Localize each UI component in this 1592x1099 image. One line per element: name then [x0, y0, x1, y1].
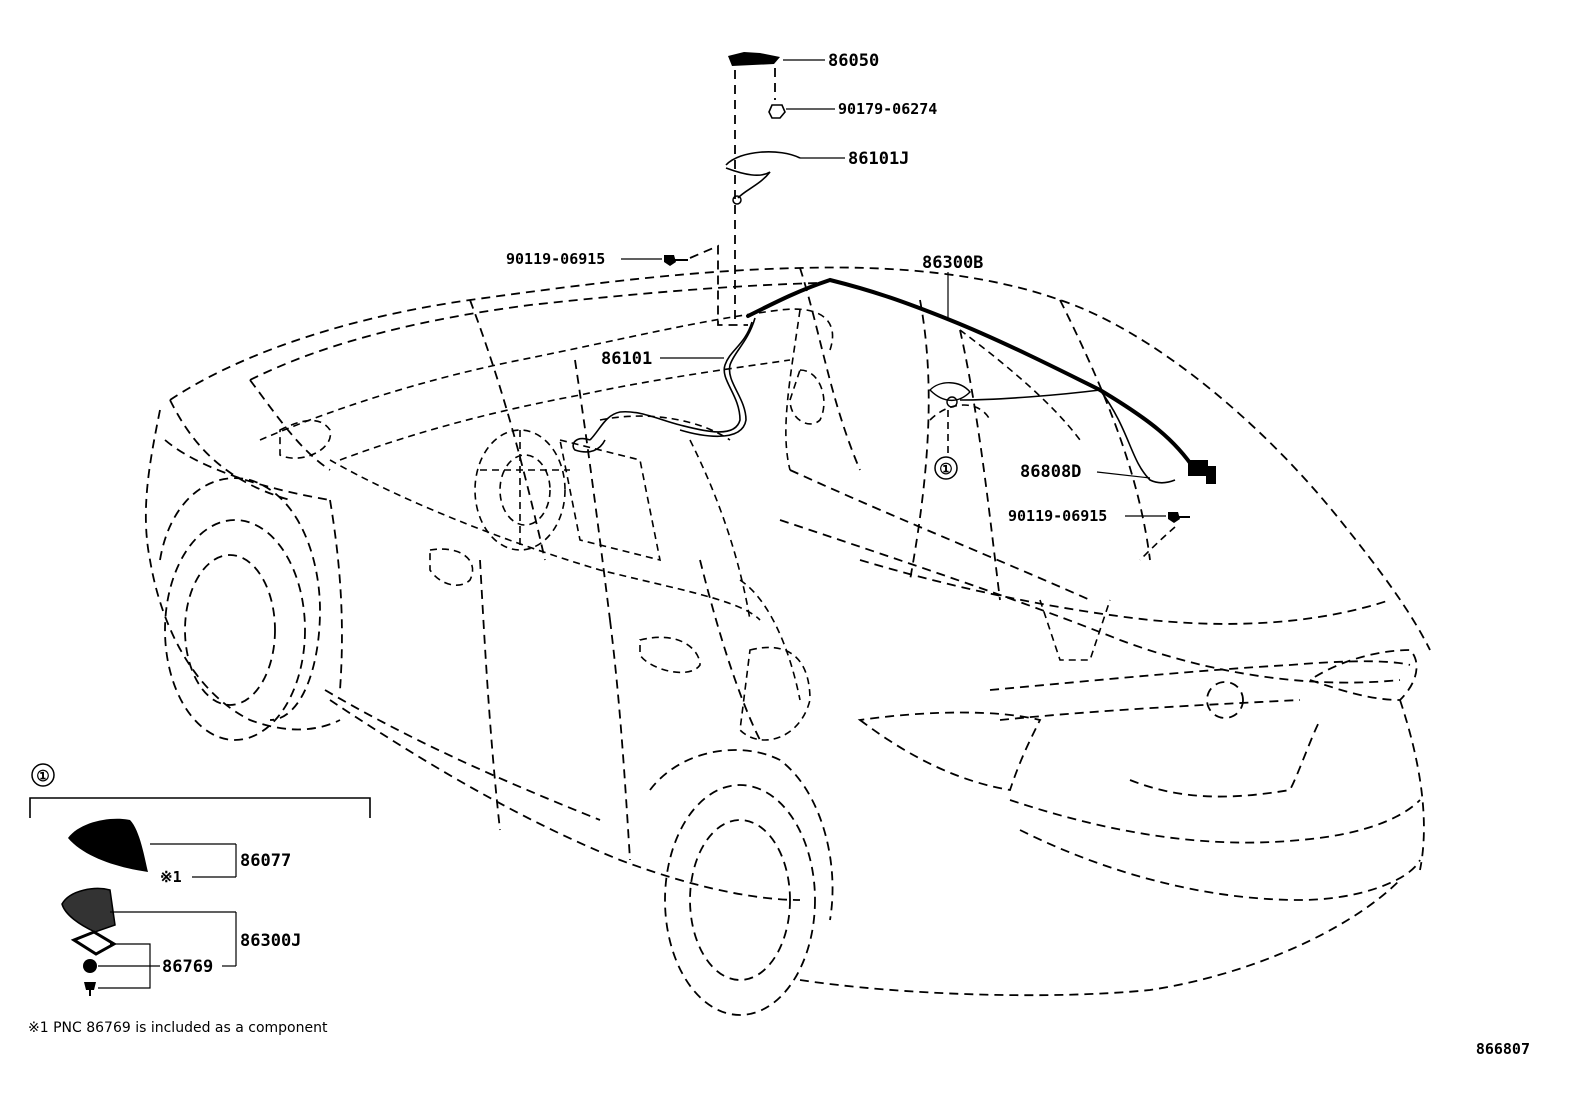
- inset-callout-circle: [31, 763, 55, 787]
- part-90119-06915-bolt-icon: [664, 255, 688, 266]
- callout-1: ①: [939, 460, 952, 478]
- leader-line: [1096, 471, 1151, 479]
- part-90179-06274-icon: [768, 104, 786, 119]
- callout-circle: [934, 456, 958, 480]
- car-body-outline: [144, 266, 1431, 1016]
- label-86101: 86101: [601, 349, 652, 369]
- label-86769: 86769: [162, 957, 213, 977]
- connector-icon: [1206, 466, 1216, 484]
- label-86077: 86077: [240, 851, 291, 871]
- nut-icon: [83, 959, 97, 973]
- label-86808d: 86808D: [1020, 462, 1081, 482]
- part-90119-06915-bolt-icon: [1168, 512, 1190, 523]
- label-86300j: 86300J: [240, 931, 301, 951]
- label-90179-06274: 90179-06274: [838, 100, 937, 118]
- part-86300j-icon: [61, 887, 116, 933]
- antenna-cable-86300b: [746, 277, 1216, 484]
- part-86077-icon: [68, 818, 148, 872]
- inset-bracket: [29, 797, 371, 818]
- inset-panel: ① ※1 86077 86300J 86769: [29, 763, 371, 996]
- antenna-cable-86101: [572, 317, 756, 453]
- inset-callout: ①: [36, 767, 49, 785]
- bolt-icon: [84, 982, 96, 990]
- assembly-line: [1139, 526, 1176, 561]
- part-86050-icon: [728, 52, 780, 66]
- note-mark: ※1: [160, 868, 182, 886]
- assembly-line: [689, 244, 748, 326]
- gasket-icon: [70, 930, 117, 956]
- label-86050: 86050: [828, 51, 879, 71]
- label-86300b: 86300B: [922, 253, 983, 273]
- footnote: ※1 PNC 86769 is included as a component: [28, 1020, 328, 1036]
- label-90119-06915-right: 90119-06915: [1008, 507, 1107, 525]
- connector-icon: [1188, 460, 1208, 476]
- roof-antenna-position-icon: [929, 382, 971, 408]
- label-90119-06915-top: 90119-06915: [506, 250, 605, 268]
- label-86101j: 86101J: [848, 149, 909, 169]
- part-86101j-icon: [725, 151, 801, 205]
- diagram-id: 866807: [1476, 1040, 1530, 1058]
